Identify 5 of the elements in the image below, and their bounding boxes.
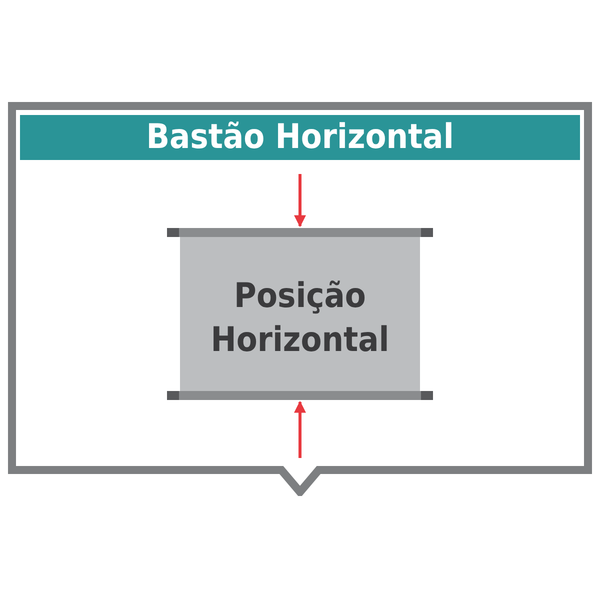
title-band: Bastão Horizontal bbox=[20, 115, 580, 160]
arrow bbox=[294, 400, 306, 458]
banner-drawing bbox=[167, 226, 433, 402]
banner-text: Posição Horizontal bbox=[210, 275, 390, 362]
arrow bbox=[294, 174, 306, 228]
